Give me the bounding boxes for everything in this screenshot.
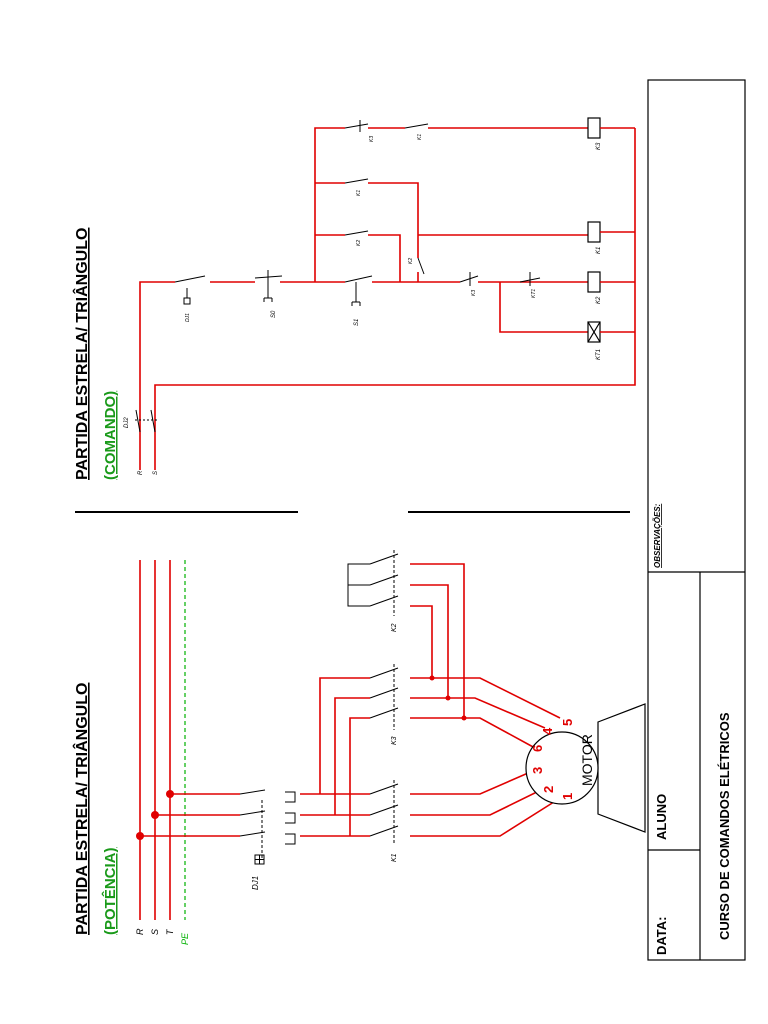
kt1-contact-label: KT1 [531, 289, 537, 298]
motor-terminals: 1 2 3 6 4 5 [530, 719, 575, 800]
k1-hold-label: K1 [356, 190, 362, 196]
contactor-k3 [369, 664, 399, 730]
k2-nc-label: K2 [408, 258, 414, 264]
k1-hold-contact [344, 178, 369, 184]
course-label: CURSO DE COMANDOS ELÉTRICOS [717, 712, 732, 940]
dj1-aux-contact [174, 275, 206, 305]
terminal-4: 4 [540, 727, 555, 735]
student-label: ALUNO [654, 794, 669, 840]
k1-contact-top [404, 123, 429, 129]
breaker-dj2 [135, 409, 158, 433]
contactor-k1-label: K1 [391, 853, 398, 862]
terminal-6: 6 [530, 745, 545, 752]
command-section: PARTIDA ESTRELA/ TRIÂNGULO (COMANDO) R S… [72, 117, 636, 480]
power-subtitle: (POTÊNCIA) [101, 848, 119, 936]
coil-k3 [587, 117, 601, 139]
breaker-dj1-label: DJ1 [251, 876, 260, 890]
line-label-t: T [165, 928, 175, 935]
k2-contact-label: K2 [356, 240, 362, 246]
s0-stop-button [254, 270, 283, 302]
contactor-k1 [369, 780, 399, 845]
line-label-r: R [135, 928, 145, 935]
contactor-k2 [347, 550, 399, 616]
cmd-line-s: S [153, 471, 159, 475]
contactor-k2-label: K2 [391, 623, 398, 632]
line-label-pe: PE [180, 932, 190, 945]
motor [525, 703, 646, 833]
junction-dots [136, 790, 174, 840]
power-taps [140, 793, 240, 837]
k3-contact-top-label: K3 [369, 136, 375, 142]
k3-contact-top [344, 120, 369, 132]
title-block-text: DATA: ALUNO CURSO DE COMANDOS ELÉTRICOS … [653, 503, 732, 955]
k2-nc-contact [417, 257, 425, 275]
s1-label: S1 [354, 319, 360, 326]
dj1-aux-label: DJ1 [185, 313, 191, 322]
breaker-dj2-label: DJ2 [124, 417, 130, 428]
title-block [647, 79, 746, 961]
kt1-contact [519, 272, 541, 286]
command-subtitle: (COMANDO) [102, 391, 119, 480]
k2-link-dots [429, 675, 467, 721]
terminal-2: 2 [541, 786, 556, 793]
power-section: PARTIDA ESTRELA/ TRIÂNGULO (POTÊNCIA) R … [72, 550, 646, 945]
breaker-dj1 [239, 789, 296, 865]
coils [587, 117, 601, 343]
k1-contact-top-label: K1 [417, 134, 423, 140]
coil-k2 [587, 271, 601, 293]
control-rail [210, 127, 588, 333]
s0-label: S0 [271, 310, 277, 318]
coil-k1-label: K1 [596, 247, 602, 254]
coil-k3-label: K3 [596, 142, 602, 150]
terminal-5: 5 [560, 719, 575, 726]
command-feed [139, 128, 636, 470]
cmd-line-r: R [138, 470, 144, 475]
motor-label: MOTOR [579, 734, 595, 786]
command-title: PARTIDA ESTRELA/ TRIÂNGULO [72, 228, 91, 480]
power-supply-lines [139, 560, 171, 920]
power-wires-main [300, 677, 370, 837]
coil-kt1-label: KT1 [596, 349, 602, 360]
date-label: DATA: [654, 916, 669, 955]
k3-nc-label: K3 [471, 290, 477, 296]
notes-label: OBSERVAÇÕES: [653, 503, 662, 568]
supply-labels: R S T PE [135, 928, 190, 945]
contactor-k3-label: K3 [391, 736, 398, 745]
terminal-1: 1 [560, 793, 575, 800]
power-title: PARTIDA ESTRELA/ TRIÂNGULO [72, 683, 91, 935]
s1-start-button [344, 275, 373, 306]
coil-labels: K3 K1 K2 KT1 [596, 142, 602, 360]
k2-contact [344, 230, 369, 236]
coil-to-rail [600, 127, 635, 333]
coil-k1 [587, 221, 601, 243]
coil-k2-label: K2 [596, 296, 602, 304]
k3-nc-contact [459, 272, 479, 286]
line-label-s: S [150, 929, 160, 935]
terminal-3: 3 [530, 767, 545, 774]
